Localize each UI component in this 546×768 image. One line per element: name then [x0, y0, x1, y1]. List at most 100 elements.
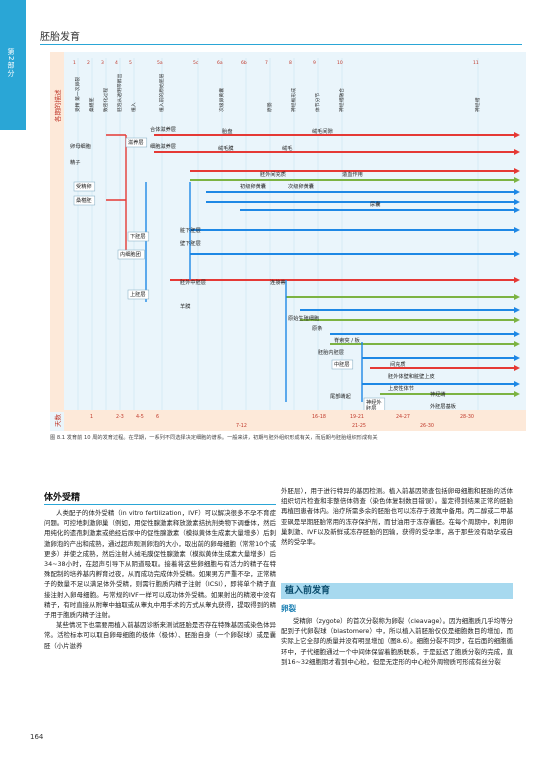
- stage-column: 10 神经褶融合: [337, 58, 345, 410]
- day-label: 21-25: [352, 423, 366, 429]
- section-title-ivf: 体外受精: [44, 493, 81, 503]
- stage-number: 7: [265, 60, 268, 66]
- lineage-arrow: [190, 177, 520, 183]
- stage-description: 植入: [130, 102, 137, 112]
- page-number: 164: [30, 733, 44, 741]
- node-label: 初级卵黄囊: [240, 182, 266, 190]
- node-label: 精子: [70, 158, 80, 166]
- row-label-top: 各期的描述: [53, 89, 62, 122]
- right-col-top: 外胚层），用于进行特异的基因检测。植入前基因筛查包括卵母细胞和胚胎的活体组织切片…: [281, 486, 513, 547]
- stage-description: 植入前的原始胚层: [158, 73, 165, 112]
- lineage-arrow: [190, 251, 520, 257]
- day-label: 28-30: [460, 414, 474, 420]
- node-label: 尾部嵴起: [330, 392, 352, 400]
- day-label: 19-21: [350, 414, 364, 420]
- stage-number: 8: [289, 60, 292, 66]
- stage-number: 5: [129, 60, 132, 66]
- stage-description: 体节分节: [314, 93, 321, 112]
- node-box: [331, 359, 354, 370]
- node-label: 滋养层: [128, 138, 144, 146]
- stage-column: 9 体节分节: [313, 58, 321, 410]
- lineage-arrow: [286, 294, 520, 300]
- cleavage-body: 受精卵（zygote）的首次分裂称为卵裂（cleavage）。因为细胞质几乎均等…: [281, 616, 513, 667]
- node-label: 绒毛膜: [218, 144, 234, 152]
- day-label: 1: [90, 414, 93, 420]
- stage-column: 7 原肠: [265, 58, 273, 410]
- node-box: [73, 181, 96, 192]
- section-title-preimplantation: 植入前发育: [281, 583, 513, 599]
- side-tab-label: 第2部分: [7, 48, 15, 78]
- node-label: 外胚层基板: [430, 402, 457, 410]
- stage-number: 5c: [193, 60, 199, 66]
- stage-number: 4: [115, 60, 118, 66]
- node-label: 桑椹胚: [76, 196, 92, 204]
- node-label: 胚外体壁和脏壁上皮: [388, 372, 435, 380]
- stage-column: 8 神经板形成: [289, 58, 297, 410]
- node-box: [125, 137, 148, 148]
- right-paragraph-1: 外胚层），用于进行特异的基因检测。植入前基因筛查包括卵母细胞和胚胎的活体组织切片…: [281, 487, 513, 547]
- stage-description: 原肠: [266, 102, 273, 112]
- node-label: 上胚层: [130, 290, 146, 298]
- node-label: 卵母细胞: [70, 142, 91, 150]
- subsection-title-cleavage: 卵裂: [281, 604, 296, 613]
- node-label: 胚外中胚层: [180, 278, 206, 286]
- node-label: 合体滋养层: [150, 125, 176, 133]
- lineage-arrow: [300, 317, 520, 323]
- day-label: 6: [156, 414, 159, 420]
- node-box: [73, 195, 96, 206]
- running-header: 胚胎发育: [40, 32, 80, 43]
- stage-column: 5c: [193, 58, 199, 410]
- node-label: 脏下胚层: [180, 226, 201, 234]
- node-label: 神经嵴: [430, 390, 446, 398]
- node-label: 胎盘: [222, 127, 232, 135]
- lineage-arrow: [370, 365, 520, 371]
- stage-description: 致密化过程: [102, 88, 109, 112]
- node-label: 上皮性体节: [388, 384, 414, 392]
- node-label: 神经外胚层: [366, 398, 382, 412]
- header-rule: [40, 44, 522, 45]
- lineage-arrow: [190, 168, 520, 174]
- stage-number: 9: [313, 60, 316, 66]
- lineage-arrow: [362, 355, 520, 361]
- stage-number: 1: [73, 60, 76, 66]
- figure-caption: 图 8.1 发育前 10 周的发育过程。在早期，一系列不同选择决定细胞的谱系。一…: [50, 435, 378, 441]
- section-side-tab: 第2部分: [0, 0, 26, 130]
- lineage-arrow: [206, 189, 520, 195]
- stage-number: 10: [337, 60, 343, 66]
- node-label: 原始生殖细胞: [288, 314, 319, 322]
- node-label: 细胞滋养层: [150, 142, 176, 150]
- ivf-paragraph-1: 人类配子的体外受精（in vitro fertilization，IVF）可以解…: [44, 509, 276, 620]
- node-label: 下胚层: [130, 233, 146, 240]
- lineage-arrow: [154, 132, 520, 138]
- development-diagram: 各期的描述 天数 1受精 第一次卵裂2桑椹胚3致密化过程4胚泡从透明带孵出5植入…: [50, 52, 526, 431]
- node-label: 受精卵: [76, 182, 92, 190]
- node-box: [127, 289, 150, 300]
- stage-description: 神经褶: [474, 97, 481, 112]
- stage-column: 3 致密化过程: [101, 58, 109, 410]
- section-rule-ivf: [44, 504, 276, 505]
- node-label: 造血作用: [342, 170, 363, 178]
- stage-column: 6b: [241, 58, 247, 410]
- node-label: 连接蒂: [270, 278, 286, 286]
- node-label: 尿囊: [370, 200, 380, 208]
- stage-description: 神经褶融合: [338, 88, 345, 112]
- node-label: 中胚层: [334, 360, 350, 368]
- day-label: 16-18: [312, 414, 326, 420]
- stage-description: 神经板形成: [290, 88, 297, 112]
- day-label: 26-30: [420, 423, 434, 429]
- lineage-arrow: [190, 227, 520, 233]
- lineage-arrow: [240, 207, 520, 213]
- node-label: 绒毛间隙: [312, 127, 333, 135]
- node-label: 胚胎内胚层: [318, 348, 344, 356]
- stage-description: 桑椹胚: [88, 97, 95, 112]
- node-box: [127, 231, 150, 242]
- stage-number: 3: [101, 60, 104, 66]
- stage-column: 1受精 第一次卵裂: [73, 58, 81, 410]
- lineage-arrow: [170, 277, 520, 283]
- stage-number: 2: [87, 60, 90, 66]
- lineage-arrow: [380, 391, 520, 397]
- cleavage-paragraph: 受精卵（zygote）的首次分裂称为卵裂（cleavage）。因为细胞质几乎均等…: [281, 617, 513, 666]
